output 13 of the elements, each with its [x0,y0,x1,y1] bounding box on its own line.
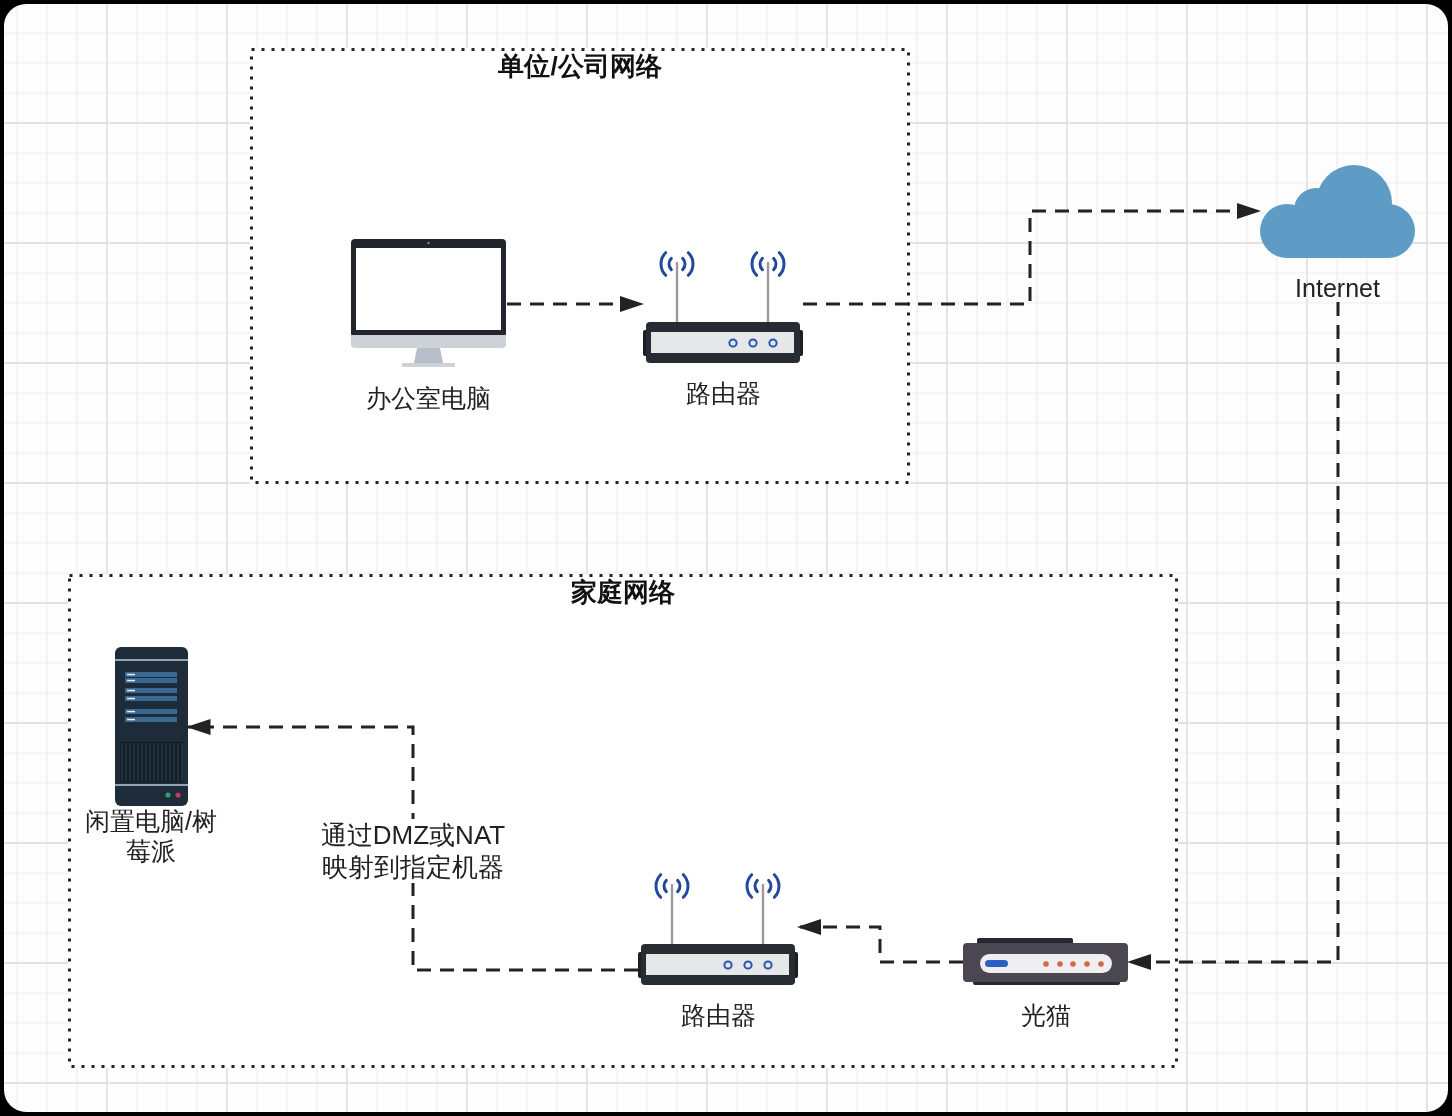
arrow [797,919,963,964]
arrow [1127,302,1340,970]
node-label: 光猫 [1020,1001,1071,1029]
node-label: 路由器 [685,379,761,407]
arrow [803,203,1261,306]
group-title: 单位/公司网络 [498,51,662,81]
node-label: 路由器 [680,1001,756,1029]
node-label: 闲置电脑/树莓派 [84,806,218,866]
arrow [507,296,644,312]
group-title: 家庭网络 [571,577,675,607]
node-label: Internet [1295,274,1380,302]
arrow [186,719,638,972]
node-label: 办公室电脑 [366,384,491,412]
